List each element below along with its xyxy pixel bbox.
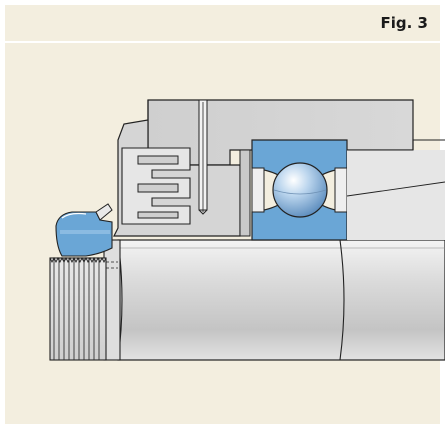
thread-lines [53, 258, 100, 360]
thread-section [49, 257, 107, 361]
figure-label: Fig. 3 [380, 14, 428, 32]
shaft [117, 239, 445, 361]
thread-teeth [49, 256, 107, 264]
figure-header: Fig. 3 [5, 5, 440, 43]
bearing-ball [272, 162, 328, 218]
